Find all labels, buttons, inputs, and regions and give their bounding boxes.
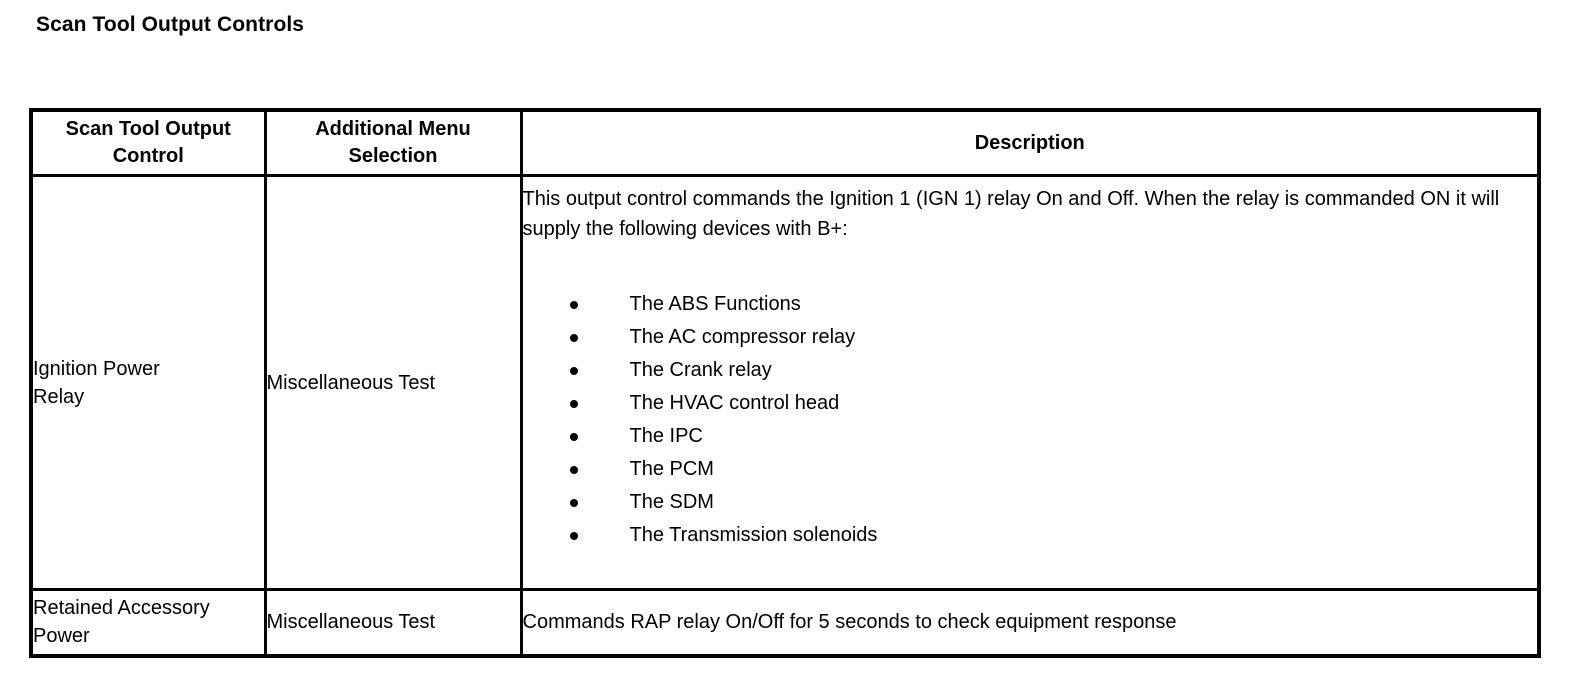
cell-description: Commands RAP relay On/Off for 5 seconds … [519, 588, 1541, 657]
column-header-line-2: Selection [348, 145, 438, 167]
cell-additional-menu-selection: Miscellaneous Test [263, 588, 523, 657]
table-row: Ignition Power Relay Miscellaneous Test … [29, 174, 1541, 591]
list-item-label: The HVAC control head [629, 391, 840, 414]
table-header-row: Scan Tool Output Control Additional Menu… [29, 108, 1541, 177]
scan-tool-output-controls-table-wrapper: Scan Tool Output Control Additional Menu… [29, 108, 1541, 658]
list-item: The PCM [523, 453, 1538, 486]
bullet-dot-icon [569, 432, 578, 441]
table-header: Scan Tool Output Control Additional Menu… [29, 108, 1541, 177]
list-item: The AC compressor relay [523, 321, 1538, 354]
column-header-line-1: Additional Menu [315, 118, 471, 140]
column-header-additional-menu-selection: Additional Menu Selection [263, 108, 523, 177]
control-name-line-2: Power [33, 625, 90, 648]
control-name-line-2: Relay [33, 385, 85, 408]
list-item-label: The ABS Functions [629, 292, 801, 315]
bullet-dot-icon [569, 300, 578, 309]
control-name-line-1: Ignition Power [33, 357, 160, 380]
bullet-dot-icon [569, 531, 578, 540]
description-paragraph: Commands RAP relay On/Off for 5 seconds … [522, 611, 1177, 634]
list-item-label: The AC compressor relay [629, 325, 856, 348]
device-bullet-list: The ABS Functions The AC compressor rela… [523, 288, 1538, 552]
bullet-dot-icon [569, 399, 578, 408]
bullet-dot-icon [569, 333, 578, 342]
list-item-label: The Transmission solenoids [629, 523, 878, 546]
table-row: Retained Accessory Power Miscellaneous T… [29, 588, 1541, 657]
cell-scan-tool-output-control: Ignition Power Relay [29, 174, 267, 591]
scan-tool-output-controls-table: Scan Tool Output Control Additional Menu… [29, 108, 1541, 658]
list-item-label: The Crank relay [629, 358, 772, 381]
cell-scan-tool-output-control: Retained Accessory Power [29, 588, 267, 657]
list-item-label: The PCM [629, 457, 714, 480]
bullet-dot-icon [569, 498, 578, 507]
column-header-scan-tool-output-control: Scan Tool Output Control [29, 108, 267, 177]
list-item: The Crank relay [523, 354, 1538, 387]
list-item: The HVAC control head [523, 387, 1538, 420]
bullet-dot-icon [569, 465, 578, 474]
cell-additional-menu-selection: Miscellaneous Test [263, 174, 523, 591]
list-item: The IPC [523, 420, 1538, 453]
page-title: Scan Tool Output Controls [36, 13, 305, 36]
column-header-line-1: Scan Tool Output [65, 118, 231, 140]
list-item: The SDM [523, 486, 1538, 519]
column-header-line-2: Control [112, 145, 184, 167]
cell-description: This output control commands the Ignitio… [519, 174, 1541, 591]
list-item: The ABS Functions [523, 288, 1538, 321]
description-paragraph: This output control commands the Ignitio… [522, 187, 1500, 240]
control-name-line-1: Retained Accessory [33, 597, 210, 620]
list-item-label: The IPC [629, 424, 703, 447]
table-body: Ignition Power Relay Miscellaneous Test … [29, 174, 1541, 657]
bullet-dot-icon [569, 366, 578, 375]
list-item: The Transmission solenoids [523, 519, 1538, 552]
list-item-label: The SDM [629, 490, 714, 513]
column-header-description: Description [519, 108, 1541, 177]
